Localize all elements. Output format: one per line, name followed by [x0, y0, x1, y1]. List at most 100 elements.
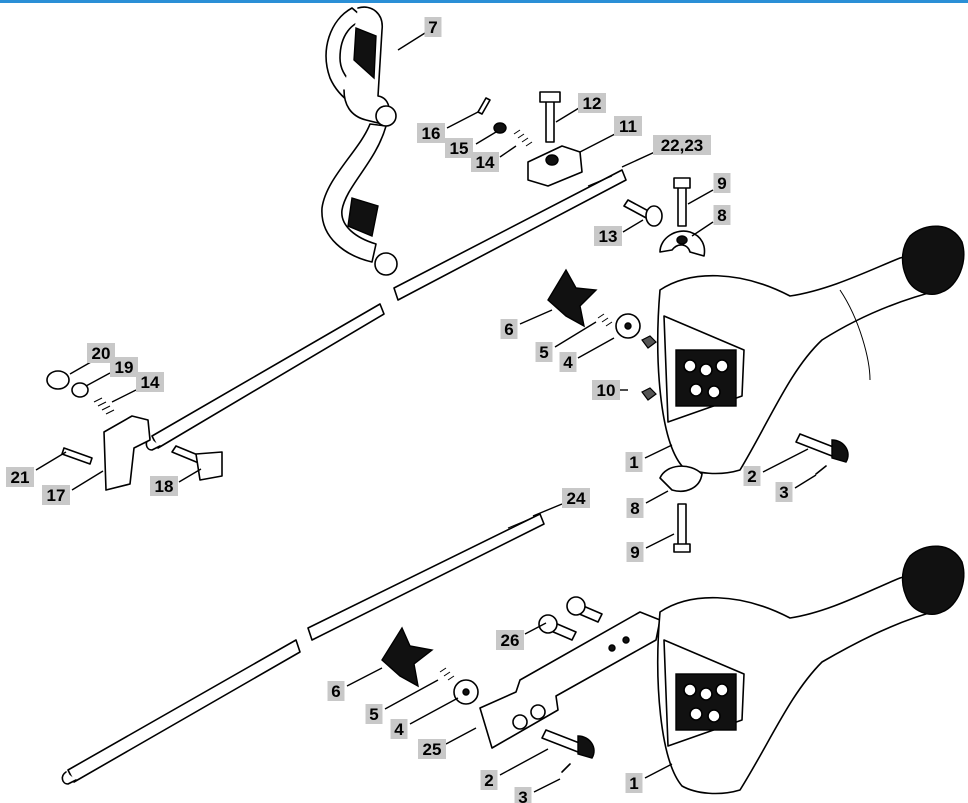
- callout-box: [500, 319, 518, 339]
- leader-line: [397, 32, 426, 51]
- callout-number: 3: [518, 788, 527, 803]
- callout-c8a: 8: [691, 205, 731, 237]
- callout-number: 1: [629, 774, 638, 793]
- leader-line: [555, 107, 580, 123]
- callout-c5b: 5: [365, 679, 439, 724]
- callout-c21: 21: [6, 451, 67, 487]
- leader-line: [475, 131, 497, 145]
- callout-box: [417, 123, 445, 143]
- callout-number: 11: [619, 117, 637, 136]
- leader-line: [524, 622, 547, 635]
- callout-box: [592, 380, 620, 400]
- callout-c15: 15: [445, 131, 497, 158]
- callout-box: [445, 138, 473, 158]
- leader-line: [445, 727, 477, 745]
- callout-c4b: 4: [390, 697, 459, 739]
- callout-c14a: 14: [471, 145, 517, 172]
- leader-line: [499, 748, 549, 776]
- callout-box: [653, 135, 711, 155]
- callout-c13: 13: [594, 219, 644, 246]
- part-lower-housing: [657, 545, 965, 795]
- callout-box: [480, 770, 498, 790]
- callout-number: 8: [717, 206, 726, 225]
- callout-number: 17: [47, 486, 66, 505]
- leader-line: [35, 451, 67, 471]
- leader-line: [691, 221, 714, 237]
- part-left-bracket-group: [46, 370, 223, 491]
- callout-box: [365, 704, 383, 724]
- leader-line: [111, 389, 137, 403]
- callout-box: [496, 630, 524, 650]
- callout-number: 13: [599, 227, 618, 246]
- callout-box: [594, 226, 622, 246]
- part-upper-wing-bolt: [795, 433, 849, 475]
- leader-line: [409, 697, 459, 725]
- leader-line: [554, 321, 597, 348]
- leader-line: [644, 444, 673, 459]
- callout-c2b: 2: [480, 748, 549, 790]
- callout-number: 24: [567, 489, 586, 508]
- callout-c3b: 3: [514, 778, 561, 803]
- callout-number: 18: [155, 477, 174, 496]
- callout-c11: 11: [579, 116, 642, 153]
- leader-line: [622, 219, 644, 233]
- callout-box: [327, 681, 345, 701]
- callout-box: [136, 372, 164, 392]
- callout-number: 2: [747, 467, 756, 486]
- callout-number: 22,23: [661, 136, 704, 155]
- part-lower-knob: [381, 626, 479, 705]
- leader-line: [85, 372, 111, 387]
- leader-line: [621, 150, 658, 168]
- callout-number: 25: [423, 740, 442, 759]
- callout-c14b: 14: [111, 372, 164, 403]
- top-border-line: [0, 0, 968, 3]
- callout-c4a: 4: [559, 337, 615, 372]
- callout-c5a: 5: [535, 321, 597, 362]
- callout-box: [743, 466, 761, 486]
- callout-box: [626, 498, 644, 518]
- callout-c22: 22,23: [621, 135, 711, 168]
- callout-c16: 16: [417, 111, 479, 143]
- callout-c3a: 3: [775, 474, 817, 502]
- callout-box: [424, 17, 442, 37]
- callout-number: 6: [331, 682, 340, 701]
- leader-line: [519, 309, 553, 325]
- callout-number: 6: [504, 320, 513, 339]
- callout-c17: 17: [42, 470, 104, 505]
- callout-box: [614, 116, 642, 136]
- callout-box: [559, 352, 577, 372]
- part-upper-clamp-group: [477, 91, 583, 187]
- callout-c7: 7: [397, 17, 442, 51]
- leader-line: [645, 490, 669, 504]
- callout-number: 21: [11, 468, 30, 487]
- part-lower-plate-group: [479, 596, 661, 749]
- callout-box: [418, 739, 446, 759]
- leader-line: [687, 189, 714, 205]
- callout-box: [390, 719, 408, 739]
- callout-box: [578, 93, 606, 113]
- callout-box: [150, 476, 178, 496]
- leader-line: [794, 474, 817, 489]
- callout-number: 2: [484, 771, 493, 790]
- callout-number: 14: [476, 153, 495, 172]
- leader-line: [577, 337, 615, 359]
- callout-box: [775, 482, 793, 502]
- callout-box: [471, 152, 499, 172]
- callout-number: 26: [501, 631, 520, 650]
- callout-c20: 20: [69, 343, 115, 375]
- callout-box: [87, 343, 115, 363]
- callout-box: [626, 542, 644, 562]
- callout-box: [110, 357, 138, 377]
- callout-number: 12: [583, 94, 602, 113]
- callout-c6b: 6: [327, 667, 383, 701]
- callout-c1b: 1: [625, 763, 673, 793]
- callout-box: [562, 488, 590, 508]
- callout-number: 19: [115, 358, 134, 377]
- callout-box: [713, 173, 731, 193]
- callout-c19: 19: [85, 357, 138, 387]
- callout-c6a: 6: [500, 309, 553, 339]
- leader-line: [384, 679, 439, 710]
- part-upper-rod: [145, 169, 627, 451]
- callout-box: [6, 467, 34, 487]
